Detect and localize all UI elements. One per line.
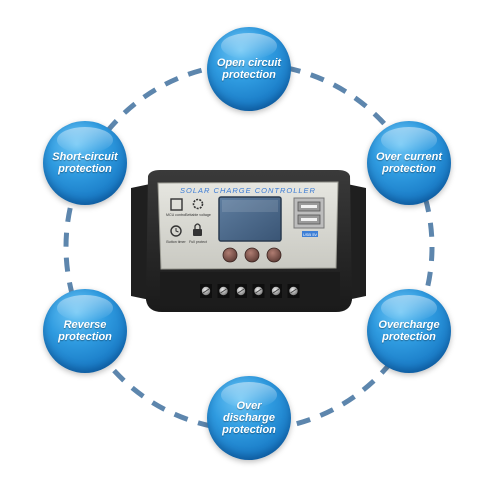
- screw-slot: [237, 288, 245, 294]
- feature-bubble-reverse: Reverse protection: [43, 289, 127, 373]
- gear-icon: [192, 198, 204, 210]
- feature-bubble-overcharge: Overcharge protection: [367, 289, 451, 373]
- screw-slot: [220, 288, 227, 294]
- menu-button[interactable]: [222, 247, 238, 263]
- charge-controller-device: SOLAR CHARGE CONTROLLER MCU control Sett…: [131, 170, 366, 312]
- clock-icon: [170, 225, 182, 237]
- screw-slot: [272, 288, 280, 294]
- lock-shackle: [194, 223, 201, 229]
- icon-label-timer: Button timer: [166, 240, 186, 244]
- usb-port-bottom-tongue: [301, 218, 317, 221]
- screw-slot: [202, 288, 210, 294]
- usb-port-top-tongue: [301, 205, 317, 208]
- icon-label-mcu: MCU control: [166, 213, 186, 217]
- feature-label-overcharge: Overcharge protection: [378, 319, 440, 343]
- up-button[interactable]: [244, 247, 260, 263]
- lcd-glare: [222, 200, 278, 212]
- mcu-icon: [170, 198, 183, 211]
- panel-title: SOLAR CHARGE CONTROLLER: [180, 186, 316, 195]
- down-button[interactable]: [266, 247, 282, 263]
- usb-badge-text: USB 5V: [303, 232, 318, 237]
- screw-slot: [290, 288, 297, 294]
- feature-label-open-circuit: Open circuit protection: [216, 57, 282, 81]
- terminal-strip: [160, 272, 340, 306]
- left-mounting-ear: [131, 184, 150, 300]
- feature-bubble-over-discharge: Over discharge protection: [207, 376, 291, 460]
- feature-label-over-current: Over current protection: [375, 151, 443, 175]
- lock-icon: [193, 229, 202, 236]
- terminal-screws: [200, 284, 300, 298]
- feature-bubble-open-circuit: Open circuit protection: [207, 27, 291, 111]
- icon-label-protect: Full protect: [189, 240, 207, 244]
- feature-label-short-circuit: Short-circuit protection: [52, 151, 118, 175]
- feature-label-over-discharge: Over discharge protection: [222, 400, 276, 436]
- feature-bubble-short-circuit: Short-circuit protection: [43, 121, 127, 205]
- usb-badge: [302, 231, 318, 237]
- icon-label-settable: Settable voltage: [185, 213, 211, 217]
- lcd-screen: [218, 196, 282, 242]
- clock-hands: [175, 228, 179, 233]
- right-mounting-ear: [347, 184, 366, 300]
- feature-label-reverse: Reverse protection: [58, 319, 112, 343]
- feature-bubble-over-current: Over current protection: [367, 121, 451, 205]
- screw-slot: [255, 288, 262, 294]
